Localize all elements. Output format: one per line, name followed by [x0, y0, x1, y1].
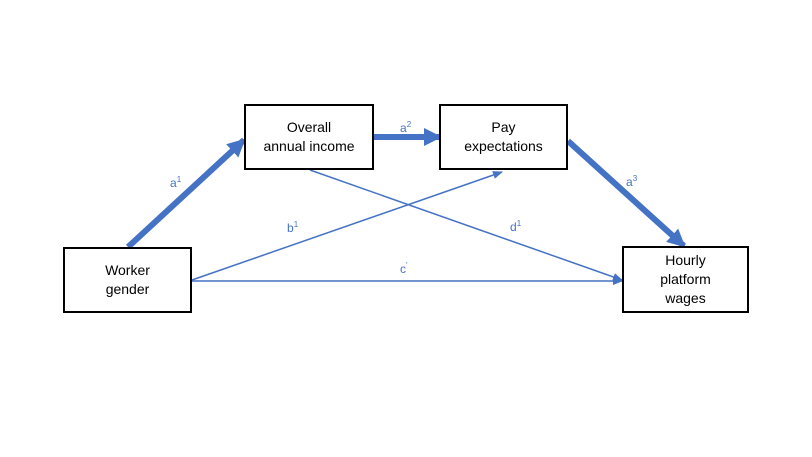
node-pay-expectations-label: Pay expectations	[464, 119, 543, 154]
edge-a1-arrow	[125, 137, 247, 250]
edge-a1-label-base: a	[170, 176, 177, 190]
node-hourly-wages-label: Hourly platform wages	[660, 252, 711, 306]
edge-c-prime-label-sup: '	[406, 261, 408, 270]
edge-b1-label: b1	[287, 220, 299, 236]
node-pay-expectations: Pay expectations	[439, 104, 568, 170]
edge-a1-label: a1	[170, 175, 182, 191]
node-overall-income: Overall annual income	[244, 104, 374, 170]
node-overall-income-label: Overall annual income	[263, 119, 355, 154]
edge-b1-arrow	[191, 171, 503, 281]
edge-a3-label-base: a	[626, 175, 633, 189]
edge-d1-label-sup: 1	[516, 219, 522, 228]
node-worker-gender-label: Worker gender	[105, 262, 150, 297]
edge-b1-label-sup: 1	[293, 220, 299, 229]
edge-a3-label: a3	[626, 174, 638, 190]
edge-a3-arrow	[565, 138, 687, 249]
edge-a1-label-sup: 1	[176, 175, 182, 184]
edge-c-prime-label-base: c	[400, 262, 406, 276]
edge-d1-arrow	[309, 169, 623, 281]
edge-a2-label-sup: 2	[406, 120, 412, 129]
edge-a3-label-sup: 3	[632, 174, 638, 183]
edge-a2-label: a2	[400, 120, 412, 136]
edge-d1-label: d1	[510, 219, 522, 235]
edge-a2-label-base: a	[400, 121, 407, 135]
node-hourly-wages: Hourly platform wages	[622, 246, 749, 313]
edge-c-prime-label: c'	[400, 261, 408, 277]
node-worker-gender: Worker gender	[63, 247, 192, 313]
edge-b1-label-base: b	[287, 221, 294, 235]
edge-d1-label-base: d	[510, 220, 517, 234]
